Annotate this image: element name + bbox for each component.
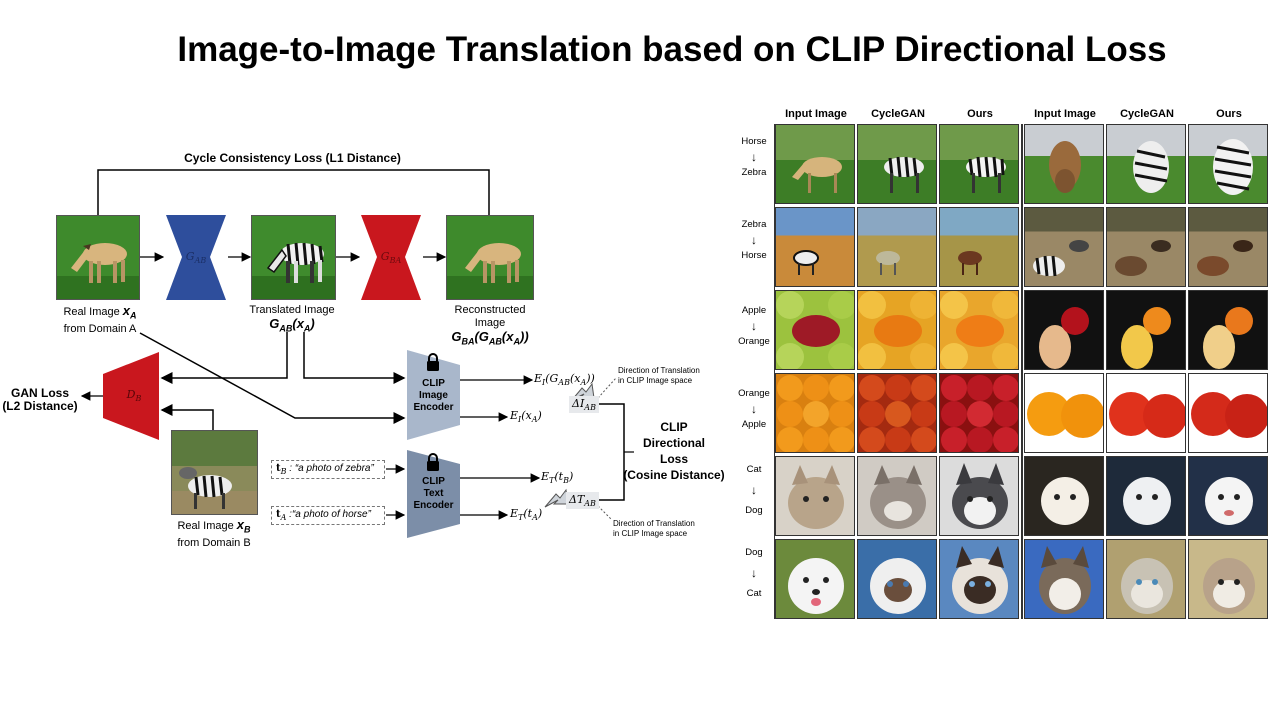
row-label-horse-zebra: Horse↓Zebra bbox=[741, 136, 767, 178]
header-input-1: Input Image bbox=[785, 108, 847, 120]
cell-zebra-cyclegan bbox=[857, 207, 937, 287]
cell-apple-ours bbox=[939, 290, 1019, 370]
translated-image bbox=[251, 215, 336, 300]
cell-dog2-cyclegan bbox=[1106, 539, 1186, 619]
real-image-b-label: Real Image xB from Domain B bbox=[177, 517, 251, 549]
image-embedding-translated: EI(GAB(xA)) bbox=[534, 372, 595, 388]
cell-cat2-cyclegan bbox=[1106, 456, 1186, 536]
lock-icon bbox=[425, 352, 441, 377]
cell-orange2-input bbox=[1024, 373, 1104, 453]
lock-icon bbox=[425, 452, 441, 477]
cell-dog-cyclegan bbox=[857, 539, 937, 619]
row-label-cat-dog: Cat↓Dog bbox=[745, 464, 763, 516]
real-image-b bbox=[171, 430, 258, 515]
row-label-zebra-horse: Zebra↓Horse bbox=[741, 219, 767, 261]
cell-zebra-ours bbox=[939, 207, 1019, 287]
cell-dog2-input bbox=[1024, 539, 1104, 619]
cell-horse-input bbox=[775, 124, 855, 204]
cell-apple-cyclegan bbox=[857, 290, 937, 370]
header-cyclegan-1: CycleGAN bbox=[871, 108, 925, 120]
cell-dog-ours bbox=[939, 539, 1019, 619]
header-input-2: Input Image bbox=[1034, 108, 1096, 120]
cell-apple2-ours bbox=[1188, 290, 1268, 370]
reconstructed-image bbox=[446, 215, 534, 300]
discriminator-b: DB bbox=[103, 352, 159, 440]
gan-loss-label: GAN Loss(L2 Distance) bbox=[2, 386, 78, 413]
text-prompt-horse: tA :“a photo of horse” bbox=[271, 506, 385, 525]
cycle-gan-diagram: Cycle Consistency Loss (L1 Distance) Rea… bbox=[2, 151, 725, 549]
cell-zebra-input bbox=[775, 207, 855, 287]
row-label-orange-apple: Orange↓Apple bbox=[738, 388, 770, 430]
cell-cat2-input bbox=[1024, 456, 1104, 536]
delta-text-direction: ΔTAB bbox=[566, 492, 599, 510]
page-title: Image-to-Image Translation based on CLIP… bbox=[177, 30, 1167, 69]
cell-horse2-ours bbox=[1188, 124, 1268, 204]
header-cyclegan-2: CycleGAN bbox=[1120, 108, 1174, 120]
cycle-loss-label: Cycle Consistency Loss (L1 Distance) bbox=[184, 151, 401, 165]
cell-apple-input bbox=[775, 290, 855, 370]
real-image-a-label: Real Image xA from Domain A bbox=[63, 303, 137, 335]
row-label-dog-cat: Dog↓Cat bbox=[745, 547, 763, 599]
text-embedding-zebra: ET(tB) bbox=[541, 470, 574, 486]
cell-cat2-ours bbox=[1188, 456, 1268, 536]
text-embedding-horse: ET(tA) bbox=[510, 507, 543, 523]
real-image-a bbox=[56, 215, 140, 300]
generator-ba: GBA bbox=[361, 215, 421, 300]
cell-dog-input bbox=[775, 539, 855, 619]
cell-zebra2-input bbox=[1024, 207, 1104, 287]
cell-cat-ours bbox=[939, 456, 1019, 536]
image-embedding-real: EI(xA) bbox=[510, 409, 542, 425]
cell-horse2-input bbox=[1024, 124, 1104, 204]
cell-cat-cyclegan bbox=[857, 456, 937, 536]
header-ours-2: Ours bbox=[1216, 108, 1242, 120]
results-grid: Input Image CycleGAN Ours Input Image Cy… bbox=[730, 100, 1280, 620]
translated-image-label: Translated Image GAB(xA) bbox=[249, 304, 335, 334]
text-prompt-zebra: tB : “a photo of zebra” bbox=[271, 460, 385, 479]
reconstructed-image-label: Reconstructed Image GBA(GAB(xA)) bbox=[451, 304, 529, 347]
cell-horse-cyclegan bbox=[857, 124, 937, 204]
cell-orange-ours bbox=[939, 373, 1019, 453]
cell-zebra2-ours bbox=[1188, 207, 1268, 287]
cell-horse-ours bbox=[939, 124, 1019, 204]
generator-ab: GAB bbox=[166, 215, 226, 300]
cell-horse2-cyclegan bbox=[1106, 124, 1186, 204]
row-label-apple-orange: Apple↓Orange bbox=[738, 305, 770, 347]
grid-divider-left bbox=[774, 124, 775, 619]
cell-zebra2-cyclegan bbox=[1106, 207, 1186, 287]
cell-cat-input bbox=[775, 456, 855, 536]
cell-apple2-cyclegan bbox=[1106, 290, 1186, 370]
cell-orange2-cyclegan bbox=[1106, 373, 1186, 453]
cell-orange-input bbox=[775, 373, 855, 453]
cell-orange2-ours bbox=[1188, 373, 1268, 453]
header-ours-1: Ours bbox=[967, 108, 993, 120]
grid-divider-middle bbox=[1021, 124, 1023, 619]
cell-apple2-input bbox=[1024, 290, 1104, 370]
cell-orange-cyclegan bbox=[857, 373, 937, 453]
cell-dog2-ours bbox=[1188, 539, 1268, 619]
delta-image-direction: ΔIAB bbox=[569, 396, 599, 414]
